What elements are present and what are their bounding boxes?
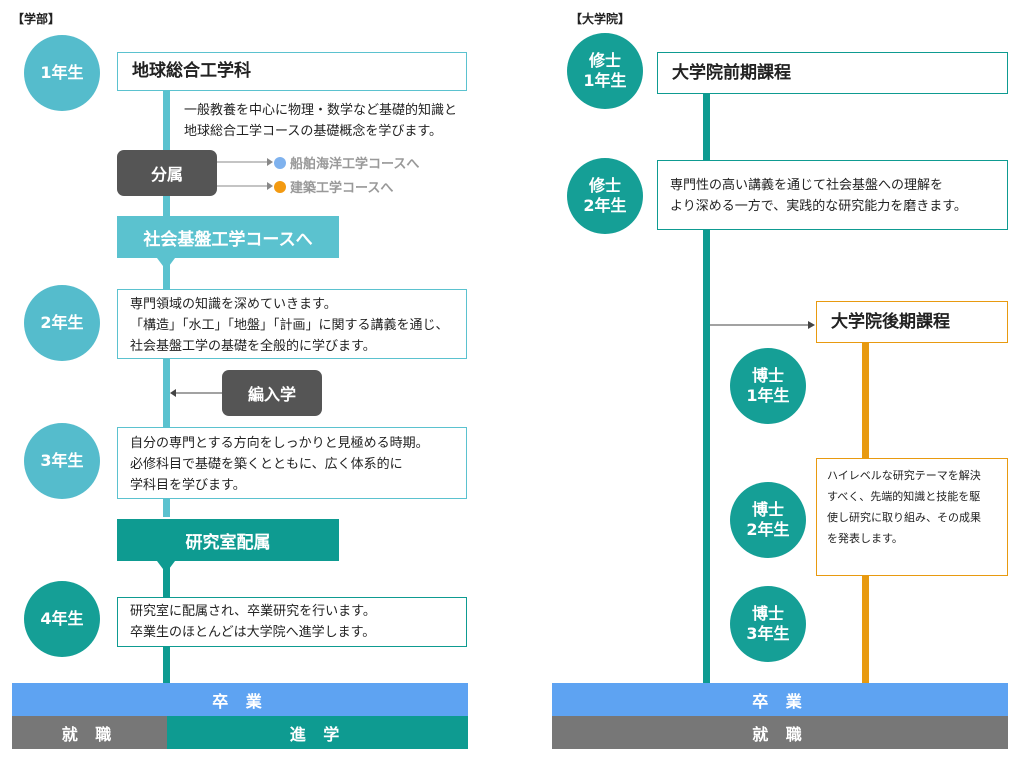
year4-line: 研究室に配属され、卒業研究を行います。	[130, 604, 376, 619]
d3-label-line: 3年生	[746, 624, 790, 643]
year1-description: 一般教養を中心に物理・数学など基礎的知識と 地球総合工学コースの基礎概念を学びま…	[184, 100, 457, 142]
undergrad-timeline-middle	[163, 275, 170, 517]
doctoral-arrow-head	[808, 321, 815, 329]
d1-label-line: 博士	[751, 366, 784, 385]
year4-box: 研究室に配属され、卒業研究を行います。 卒業生のほとんどは大学院へ進学します。	[117, 597, 467, 647]
graduate-section-label: 【大学院】	[570, 12, 631, 26]
branch-architecture-label: 建築工学コースへ	[290, 181, 394, 196]
m2-label-line: 2年生	[583, 196, 627, 215]
doctoral-line: を発表します。	[827, 532, 903, 545]
architecture-dot-icon	[274, 180, 286, 193]
branch-arrow-head-2	[267, 182, 273, 190]
year2-circle: 2年生	[24, 285, 100, 361]
year2-line: 専門領域の知識を深めていきます。	[130, 297, 337, 312]
doctoral-arrow	[710, 321, 815, 329]
year3-line: 学科目を学びます。	[130, 478, 246, 493]
doctoral-line: ハイレベルな研究テーマを解決	[827, 469, 981, 482]
undergrad-advancement-bar: 進 学	[167, 716, 468, 749]
m1-title-box: 大学院前期課程	[657, 52, 1008, 94]
year3-line: 自分の専門とする方向をしっかりと見極める時期。	[130, 436, 429, 451]
course-banner-label: 社会基盤工学コースへ	[143, 229, 313, 250]
course-banner: 社会基盤工学コースへ	[117, 216, 339, 258]
transfer-label: 編入学	[247, 385, 296, 404]
d2-label-line: 2年生	[746, 520, 790, 539]
year2-line: 社会基盤工学の基礎を全般的に学びます。	[130, 339, 376, 354]
undergrad-employment-bar: 就 職	[12, 716, 167, 749]
branch-arrow-head-1	[267, 158, 273, 166]
year1-desc-line: 一般教養を中心に物理・数学など基礎的知識と	[184, 103, 458, 118]
m2-box: 専門性の高い講義を通じて社会基盤への理解を より深める一方で、実践的な研究能力を…	[657, 160, 1008, 230]
m2-line: 専門性の高い講義を通じて社会基盤への理解を	[670, 178, 944, 193]
branch-architecture: 建築工学コースへ	[274, 177, 393, 196]
year4-circle: 4年生	[24, 581, 100, 657]
year1-title-box: 地球総合工学科	[117, 52, 467, 91]
marine-dot-icon	[274, 156, 286, 169]
doctoral-title-box: 大学院後期課程	[816, 301, 1008, 343]
year1-desc-line: 地球総合工学コースの基礎概念を学びます。	[184, 124, 443, 139]
graduate-graduation-label: 卒 業	[752, 691, 808, 711]
year3-label: 3年生	[40, 451, 84, 470]
year1-label: 1年生	[40, 63, 84, 82]
year4-line: 卒業生のほとんどは大学院へ進学します。	[130, 625, 376, 640]
doctoral-line: 使し研究に取り組み、その成果	[827, 511, 981, 524]
transfer-arrow-head	[170, 389, 176, 397]
year1-title: 地球総合工学科	[132, 61, 251, 81]
lab-banner-notch	[157, 561, 175, 573]
transfer-arrow	[170, 389, 222, 397]
undergrad-graduation-label: 卒 業	[212, 691, 268, 711]
year3-line: 必修科目で基礎を築くとともに、広く体系的に	[130, 457, 403, 472]
year4-label: 4年生	[40, 609, 84, 628]
year1-circle: 1年生	[24, 35, 100, 111]
m1-label-line: 修士	[588, 51, 621, 70]
m1-label-line: 1年生	[583, 71, 627, 90]
graduate-graduation-bar: 卒 業	[552, 683, 1008, 716]
d3-label-line: 博士	[751, 604, 784, 623]
lab-banner: 研究室配属	[117, 519, 339, 561]
year3-circle: 3年生	[24, 423, 100, 499]
graduate-employment-bar: 就 職	[552, 716, 1008, 749]
undergrad-section-label: 【学部】	[12, 12, 61, 26]
graduate-timeline-master	[703, 90, 710, 685]
branch-arrows	[217, 158, 273, 190]
year2-label: 2年生	[40, 313, 84, 332]
year2-line: 「構造」「水工」「地盤」「計画」に関する講義を通じ、	[130, 318, 449, 333]
m2-line: より深める一方で、実践的な研究能力を磨きます。	[670, 199, 967, 214]
m2-label-line: 修士	[588, 176, 621, 195]
year3-box: 自分の専門とする方向をしっかりと見極める時期。 必修科目で基礎を築くとともに、広…	[117, 427, 467, 499]
doctoral-description-box: ハイレベルな研究テーマを解決 すべく、先端的知識と技能を駆 使し研究に取り組み、…	[816, 458, 1008, 576]
d1-label-line: 1年生	[746, 386, 790, 405]
graduate-employment-label: 就 職	[752, 724, 808, 744]
undergrad-employment-label: 就 職	[61, 724, 118, 744]
doctoral-line: すべく、先端的知識と技能を駆	[827, 490, 981, 503]
branch-marine-label: 船舶海洋工学コースへ	[290, 157, 420, 172]
undergrad-graduation-bar: 卒 業	[12, 683, 468, 716]
branch-marine: 船舶海洋工学コースへ	[274, 153, 419, 172]
transfer-pill: 編入学	[222, 370, 322, 416]
doctoral-title: 大学院後期課程	[831, 311, 950, 332]
assignment-pill: 分属	[117, 150, 217, 196]
year2-box: 専門領域の知識を深めていきます。 「構造」「水工」「地盤」「計画」に関する講義を…	[117, 289, 467, 359]
undergrad-advancement-label: 進 学	[289, 724, 346, 744]
course-banner-notch	[157, 258, 175, 270]
m1-title: 大学院前期課程	[672, 62, 791, 83]
lab-banner-label: 研究室配属	[185, 532, 271, 553]
assignment-label: 分属	[150, 165, 183, 184]
d2-label-line: 博士	[751, 500, 784, 519]
